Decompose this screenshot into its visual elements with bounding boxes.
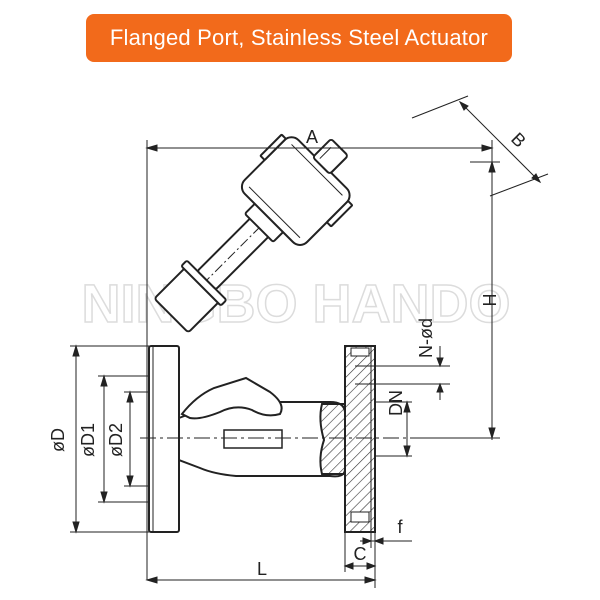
page-title: Flanged Port, Stainless Steel Actuator [109, 25, 489, 50]
dimension-d2-label: øD2 [106, 423, 126, 457]
dimension-f [360, 532, 412, 548]
dimension-l-label: L [257, 559, 267, 579]
dimension-b-label: B [507, 129, 530, 152]
watermark: NINGBO HANDO [82, 274, 511, 334]
dimension-c-label: C [354, 544, 367, 564]
dimension-f-label: f [397, 517, 403, 537]
dimension-a-label: A [306, 127, 318, 147]
dimension-d1-label: øD1 [78, 423, 98, 457]
dimension-b [411, 95, 549, 197]
valve-body [178, 376, 346, 478]
title-banner: Flanged Port, Stainless Steel Actuator [86, 14, 512, 62]
dimension-c [343, 532, 377, 572]
dimension-n-d-label: N-ød [416, 318, 436, 358]
dimension-dn-label: DN [386, 390, 406, 416]
dimension-d-label: øD [48, 428, 68, 452]
actuator-assembly [154, 133, 353, 333]
dimension-d [70, 344, 149, 534]
dimension-h-label: H [479, 294, 499, 307]
dimension-h [420, 160, 500, 440]
dimension-n-d [355, 346, 450, 400]
left-flange [148, 345, 180, 533]
dimension-dn [375, 400, 412, 458]
right-flange [344, 345, 376, 533]
dimension-d2 [124, 390, 149, 488]
dimension-d1 [98, 374, 149, 504]
